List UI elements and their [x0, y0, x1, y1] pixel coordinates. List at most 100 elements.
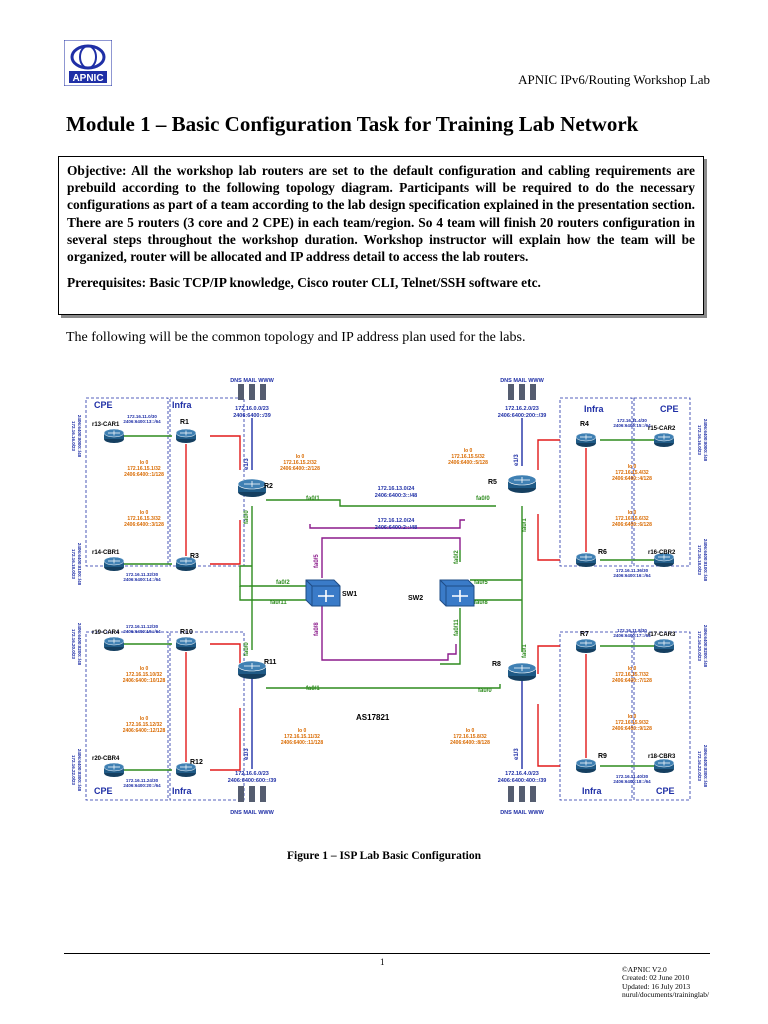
lo-v6: 2406:6400::7/128: [612, 678, 652, 684]
iface-label: fa0/0: [244, 510, 250, 524]
lo-v4: 172.16.15.7/32: [615, 672, 649, 678]
iface-label: fa0/11: [270, 600, 287, 606]
iface-label: fa0/1: [306, 496, 320, 502]
lo-v6: 2406:6400::11/128: [281, 740, 323, 746]
svg-text:2406:6400:8100::/48: 2406:6400:8100::/48: [703, 539, 708, 582]
iface-label: e1/3: [514, 454, 520, 466]
zone-label-infra: Infra: [172, 400, 192, 410]
header-title: APNIC IPv6/Routing Workshop Lab: [518, 72, 710, 87]
loopback-labels: lo 0 172.16.15.2/32 2406:6400::2/128 lo …: [123, 448, 652, 746]
svg-text:172.16.11.8/30: 172.16.11.8/30: [617, 628, 647, 633]
footer-updated: Updated: 16 July 2013: [622, 981, 691, 991]
link-v6: 2406:6400:3::/48: [375, 493, 418, 499]
lo-v6: 2406:6400::4/128: [612, 476, 652, 482]
svg-text:2406:6400:14::/64: 2406:6400:14::/64: [123, 577, 161, 582]
lo-v4: 172.16.15.11/32: [284, 734, 320, 740]
lo-name: lo 0: [628, 510, 637, 516]
zone-label-infra: Infra: [582, 786, 602, 796]
router-icon: [575, 432, 597, 448]
iface-label: fa0/1: [522, 644, 528, 658]
footer-created: Created: 02 June 2010: [622, 973, 690, 983]
svg-text:172.16.22.0/23: 172.16.22.0/23: [697, 751, 702, 782]
router-icon: [653, 432, 675, 448]
lo-name: lo 0: [628, 714, 637, 720]
router-icon: [103, 762, 125, 778]
svg-text:2406:6400:8000::/48: 2406:6400:8000::/48: [703, 419, 708, 462]
svg-text:172.16.11.32/30: 172.16.11.32/30: [126, 572, 159, 577]
svg-text:2406:6400:20::/64: 2406:6400:20::/64: [123, 783, 161, 788]
svg-text:2406:6400:8300::/48: 2406:6400:8300::/48: [703, 745, 708, 788]
router-label-r13: r13-CAR1: [92, 422, 120, 428]
lo-v4: 172.16.15.6/32: [615, 516, 649, 522]
svg-text:172.16.16.0/23: 172.16.16.0/23: [71, 421, 76, 452]
server-label: DNS MAIL WWW: [230, 810, 274, 816]
zone-label-cpe: CPE: [660, 404, 679, 414]
server-v6: 2406:6400::/39: [233, 413, 271, 419]
lo-name: lo 0: [464, 448, 473, 454]
server-v6: 2406:6400:600::/39: [228, 778, 277, 784]
router-icon: [575, 638, 597, 654]
svg-text:2406:6400:8000::/48: 2406:6400:8000::/48: [77, 415, 82, 458]
lo-name: lo 0: [296, 454, 305, 460]
zone-boxes: [85, 397, 691, 801]
router-label-r2: R2: [264, 483, 273, 490]
lo-name: lo 0: [628, 464, 637, 470]
link-v4: 172.16.13.0/24: [378, 486, 416, 492]
footer-divider: [64, 953, 710, 954]
iface-label: fa0/11: [454, 619, 460, 636]
router-icon: [653, 638, 675, 654]
router-label-r12: R12: [190, 759, 203, 766]
router-label-r16: r16-CBR2: [648, 550, 676, 556]
svg-text:172.16.20.0/23: 172.16.20.0/23: [71, 629, 76, 660]
server-v4: 172.16.2.0/23: [505, 406, 539, 412]
lo-v6: 2406:6400::3/128: [124, 522, 164, 528]
iface-label: e1/3: [244, 458, 250, 470]
router-label-r8: R8: [492, 661, 501, 668]
router-icon: [237, 660, 267, 680]
footer-path: nurul/documents/traininglab/: [622, 990, 710, 1000]
lo-v6: 2406:6400::5/128: [448, 460, 488, 466]
lo-v4: 172.16.15.12/32: [126, 722, 162, 728]
router-label-r7: R7: [580, 631, 589, 638]
router-icon: [653, 758, 675, 774]
lo-v6: 2406:6400::6/128: [612, 522, 652, 528]
lo-v4: 172.16.15.1/32: [127, 466, 161, 472]
iface-label: fa0/0: [476, 496, 490, 502]
router-label-r15: r15-CAR2: [648, 426, 676, 432]
iface-label: fa0/5: [314, 554, 320, 568]
customer-block-labels: 172.16.16.0/23 2406:6400:8000::/48 172.1…: [71, 415, 708, 792]
lo-v4: 172.16.15.5/32: [451, 454, 485, 460]
iface-label: e1/3: [514, 748, 520, 760]
intro-text: The following will be the common topolog…: [66, 330, 526, 345]
server-icon: [508, 384, 536, 400]
zone-label-cpe: CPE: [656, 786, 675, 796]
apnic-logo: APNIC: [64, 40, 112, 86]
router-label-r18: r18-CBR3: [648, 754, 676, 760]
lo-name: lo 0: [140, 666, 149, 672]
lo-v4: 172.16.15.8/32: [453, 734, 487, 740]
links: [114, 418, 660, 771]
server-v4: 172.16.4.0/23: [505, 771, 539, 777]
svg-text:172.16.11.40/30: 172.16.11.40/30: [616, 774, 649, 779]
page-number: 1: [380, 957, 385, 967]
svg-text:2406:6400:16::/64: 2406:6400:16::/64: [613, 573, 651, 578]
server-labels: DNS MAIL WWW 172.16.0.0/23 2406:6400::/3…: [228, 378, 547, 816]
server-icon: [508, 786, 536, 802]
topology-diagram: CPE Infra CPE Infra Infra CPE Infra CPE: [71, 378, 708, 816]
zone-label-cpe: CPE: [94, 400, 113, 410]
switch-label-sw2: SW2: [408, 595, 423, 602]
iface-label: fa0/0: [244, 642, 250, 656]
svg-text:2406:6400:13::/64: 2406:6400:13::/64: [123, 419, 161, 424]
server-icon: [238, 786, 266, 802]
core-link-labels: 172.16.13.0/24 2406:6400:3::/48 172.16.1…: [375, 486, 418, 531]
server-v4: 172.16.0.0/23: [235, 406, 269, 412]
cpe-routers: [103, 428, 675, 778]
svg-text:172.16.20.0/23: 172.16.20.0/23: [697, 631, 702, 662]
server-icon: [238, 384, 266, 400]
as-label: AS17821: [356, 713, 390, 722]
lo-name: lo 0: [628, 666, 637, 672]
router-icon: [507, 662, 537, 682]
router-label-r9: R9: [598, 753, 607, 760]
logo-text: APNIC: [72, 73, 103, 84]
zone-label-cpe: CPE: [94, 786, 113, 796]
